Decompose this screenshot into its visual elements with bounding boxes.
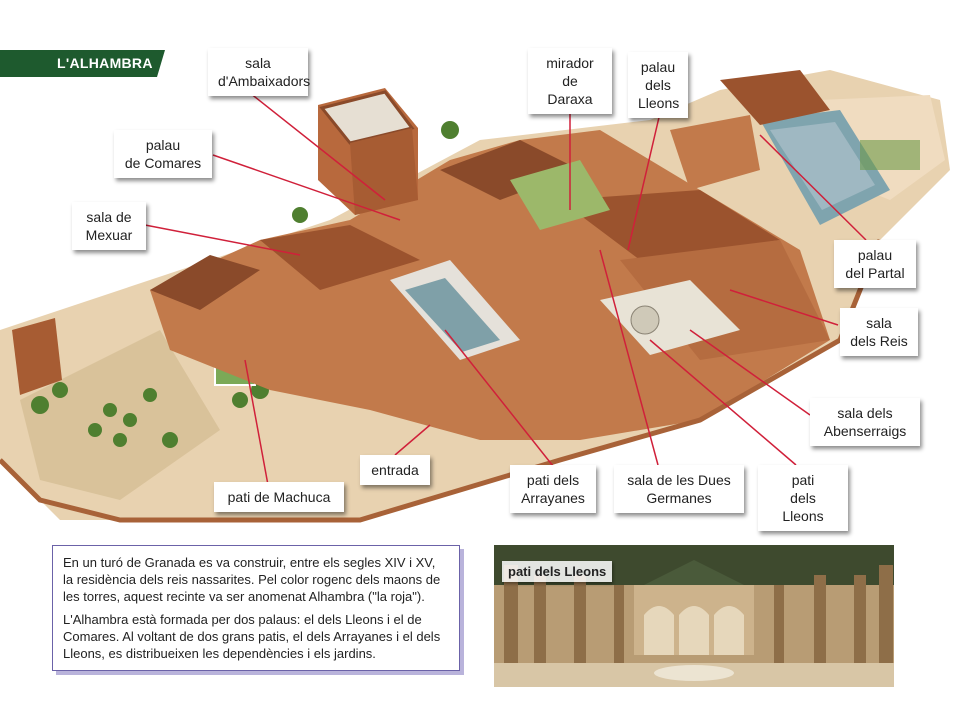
label-mirador-daraxa: mirador de Daraxa: [528, 48, 612, 114]
label-pati-machuca: pati de Machuca: [214, 482, 344, 512]
photo-caption: pati dels Lleons: [502, 561, 613, 582]
alhambra-illustration: [0, 70, 950, 523]
label-pati-arrayanes: pati dels Arrayanes: [510, 465, 596, 513]
label-sala-reis: sala dels Reis: [840, 308, 918, 356]
description-box: En un turó de Granada es va construir, e…: [52, 545, 460, 671]
label-pati-lleons: pati dels Lleons: [758, 465, 848, 531]
description-paragraph-1: En un turó de Granada es va construir, e…: [63, 555, 441, 604]
label-sala-abenserraigs: sala dels Abenserraigs: [810, 398, 920, 446]
label-sala-dues-germanes: sala de les Dues Germanes: [614, 465, 744, 513]
label-palau-partal: palau del Partal: [834, 240, 916, 288]
section-title: L'ALHAMBRA: [0, 50, 165, 77]
label-sala-ambaixadors: sala d'Ambaixadors: [208, 48, 310, 96]
label-palau-lleons: palau dels Lleons: [628, 52, 688, 118]
label-palau-comares: palau de Comares: [114, 130, 212, 178]
label-sala-mexuar: sala de Mexuar: [72, 202, 146, 250]
label-entrada: entrada: [360, 455, 430, 485]
description-paragraph-2: L'Alhambra està formada per dos palaus: …: [63, 612, 441, 661]
